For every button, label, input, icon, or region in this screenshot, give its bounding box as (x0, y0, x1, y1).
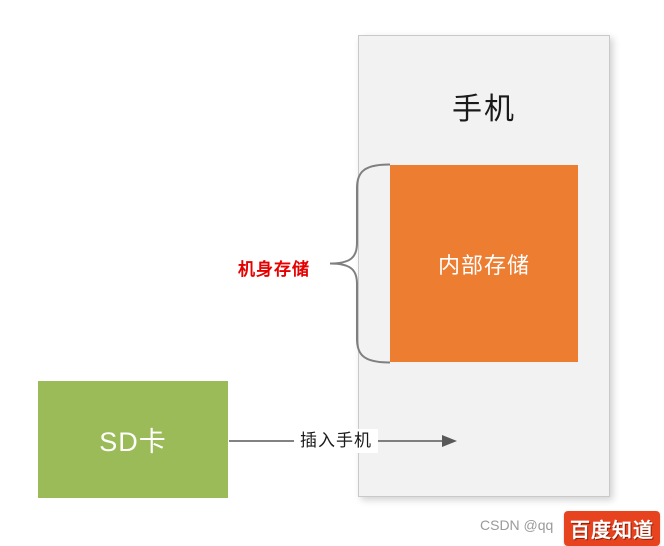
phone-title: 手机 (452, 93, 516, 126)
insert-arrow-label: 插入手机 (294, 429, 378, 453)
sd-card-box: SD卡 (38, 381, 228, 498)
curly-brace-icon (329, 163, 390, 364)
baidu-zhidao-logo-text: 百度知道 (570, 520, 654, 542)
body-storage-label: 机身存储 (238, 260, 310, 279)
baidu-zhidao-logo: 百度知道 (564, 511, 660, 546)
sd-card-label: SD卡 (99, 427, 167, 457)
internal-storage-label: 内部存储 (437, 252, 530, 278)
internal-storage-box: 内部存储 (390, 165, 578, 362)
watermark-text: CSDN @qq (480, 517, 554, 533)
